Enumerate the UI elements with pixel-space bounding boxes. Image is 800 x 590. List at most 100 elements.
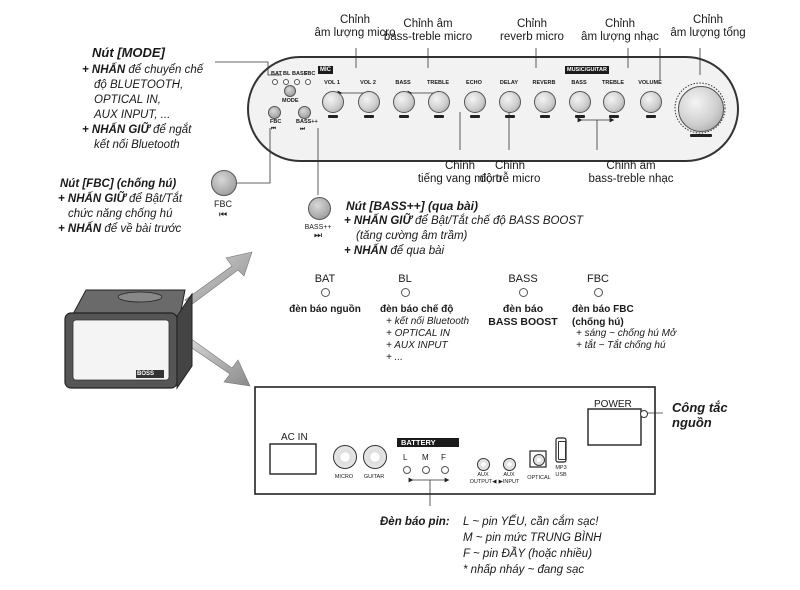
panel-led-fbc-dot bbox=[305, 79, 311, 85]
battery-led-f bbox=[441, 466, 449, 474]
led-bass bbox=[519, 288, 528, 297]
arrow-to-back bbox=[185, 337, 251, 387]
led-bat-title: đèn báo nguồn bbox=[289, 304, 361, 315]
battery-note-l4: * nhấp nháy ~ đang sạc bbox=[463, 564, 585, 576]
mode-l1b: + NHẤN bbox=[82, 64, 126, 76]
mode-l2: độ BLUETOOTH, bbox=[94, 79, 184, 91]
mode-l5r: để ngắt bbox=[149, 124, 192, 136]
mode-l1r: để chuyển chế bbox=[125, 64, 204, 76]
led-fbc-title: đèn báo FBC(chống hú) bbox=[572, 304, 634, 328]
knob-echo[interactable] bbox=[464, 91, 486, 118]
bass-button-label: BASS++ bbox=[304, 224, 332, 231]
knob-label-bass-mic: BASS bbox=[395, 80, 411, 86]
panel-led-bl-dot bbox=[283, 79, 289, 85]
knob-treble-music[interactable] bbox=[603, 91, 625, 118]
power-pointer-dot bbox=[640, 410, 648, 418]
aux-output-jack[interactable] bbox=[477, 458, 490, 471]
fbc-button[interactable] bbox=[268, 106, 281, 119]
knob-master-volume[interactable] bbox=[678, 86, 724, 137]
knob-vol2[interactable] bbox=[358, 91, 380, 118]
fbc-l2: chức năng chống hú bbox=[68, 208, 173, 220]
panel-led-bass-dot bbox=[294, 79, 300, 85]
knob-vol1[interactable] bbox=[322, 91, 344, 118]
bass-button-large[interactable] bbox=[308, 197, 331, 220]
ac-in-label: AC IN bbox=[281, 432, 308, 443]
bass-l2: (tăng cường âm trầm) bbox=[356, 230, 468, 242]
mode-button[interactable] bbox=[284, 85, 296, 97]
aux-input-jack[interactable] bbox=[503, 458, 516, 471]
mic-section-tag: MIC bbox=[318, 66, 333, 74]
knob-reverb[interactable] bbox=[534, 91, 556, 118]
front-panel-outline bbox=[247, 56, 739, 162]
knob-treble-mic[interactable] bbox=[428, 91, 450, 118]
battery-note-l2: M ~ pin mức TRUNG BÌNH bbox=[463, 532, 602, 544]
arrow-to-front bbox=[184, 251, 253, 306]
battery-f-label: F bbox=[441, 453, 446, 462]
battery-led-m bbox=[422, 466, 430, 474]
knob-label-echo: ECHO bbox=[466, 80, 482, 86]
panel-led-bat-dot bbox=[272, 79, 278, 85]
fbc-l1b: + NHẤN GIỮ bbox=[58, 193, 126, 205]
micro-jack[interactable] bbox=[333, 445, 357, 469]
panel-led-bl: BL bbox=[283, 71, 291, 77]
mode-title: Nút [MODE] bbox=[92, 45, 165, 60]
optical-label: OPTICAL bbox=[527, 475, 551, 481]
mode-l3: OPTICAL IN, bbox=[94, 94, 161, 106]
panel-led-bass: BASS bbox=[292, 71, 308, 77]
music-section-tag: MUSIC/GUITAR bbox=[565, 66, 609, 74]
knob-label-delay: DELAY bbox=[499, 80, 519, 86]
fbc-title: Nút [FBC] (chống hú) bbox=[60, 178, 177, 190]
power-switch[interactable] bbox=[588, 409, 641, 445]
bass-title: Nút [BASS++] (qua bài) bbox=[346, 199, 479, 213]
bass-l1b: + NHẤN GIỮ bbox=[344, 215, 412, 227]
battery-note-title: Đèn báo pin: bbox=[380, 516, 450, 528]
knob-label-vol2: VOL 2 bbox=[360, 80, 376, 86]
led-bat bbox=[321, 288, 330, 297]
panel-led-bat: BAT bbox=[271, 71, 282, 77]
led-bl bbox=[401, 288, 410, 297]
knob-volume-music[interactable] bbox=[640, 91, 662, 118]
led-bl-name: BL bbox=[398, 273, 412, 285]
battery-m-label: M bbox=[422, 453, 429, 462]
led-bl-title: đèn báo chế độ bbox=[380, 304, 454, 315]
aux-input-label: AUX▶INPUT bbox=[498, 472, 520, 485]
mode-l6: kết nối Bluetooth bbox=[94, 139, 180, 151]
bass-plus-button[interactable] bbox=[298, 106, 311, 119]
speaker-badge: BOSS bbox=[137, 371, 155, 377]
panel-led-fbc: FBC bbox=[304, 71, 316, 77]
led-bass-name: BASS bbox=[508, 273, 538, 285]
led-bat-name: BAT bbox=[314, 273, 336, 285]
knob-label-vol1: VOL 1 bbox=[324, 80, 340, 86]
fbc-button-large[interactable] bbox=[211, 170, 237, 196]
knob-delay[interactable] bbox=[499, 91, 521, 118]
optical-port[interactable] bbox=[533, 454, 545, 466]
previous-icon: ⏮ bbox=[218, 209, 228, 219]
bass-l3r: để qua bài bbox=[387, 245, 445, 257]
panel-next-icon: ⏭ bbox=[300, 126, 305, 132]
guitar-jack[interactable] bbox=[363, 445, 387, 469]
battery-led-l bbox=[403, 466, 411, 474]
bass-l1r: để Bật/Tắt chế độ BASS BOOST bbox=[411, 215, 584, 227]
knob-bass-music[interactable] bbox=[569, 91, 591, 118]
led-fbc bbox=[594, 288, 603, 297]
fbc-button-label: FBC bbox=[214, 199, 232, 209]
usb-port[interactable] bbox=[558, 441, 566, 460]
knob-bass-mic[interactable] bbox=[393, 91, 415, 118]
led-fbc-name: FBC bbox=[587, 273, 609, 285]
battery-label: BATTERY bbox=[401, 438, 436, 447]
knob-label-treble-mic: TREBLE bbox=[427, 80, 449, 86]
mode-button-label: MODE bbox=[282, 98, 299, 104]
battery-l-label: L bbox=[403, 453, 408, 462]
speaker-illustration bbox=[64, 289, 193, 390]
guitar-label: GUITAR bbox=[363, 474, 385, 480]
knob-label-volume: VOLUME bbox=[638, 80, 662, 86]
